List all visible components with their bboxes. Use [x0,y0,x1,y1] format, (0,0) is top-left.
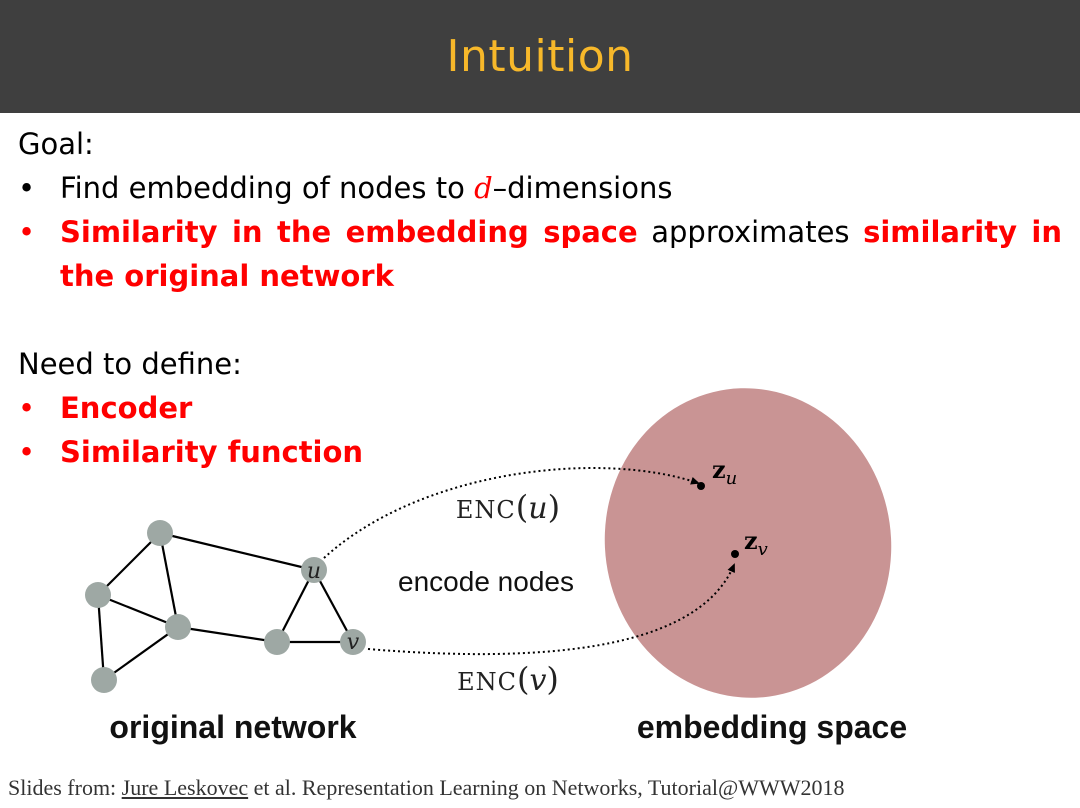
bullet-dot: • [18,171,36,205]
goal-bullet-1-post: –dimensions [492,171,673,205]
graph-edges [96,531,354,681]
graph-node [147,520,173,546]
z-v-label: zv [744,526,768,560]
embedding-point-v [731,550,739,558]
original-network-label: original network [109,709,356,745]
embedding-space-blob [604,388,892,698]
goal-bullet-2-red-a: Similarity in the embedding space [60,215,638,249]
embedding-space-label: embedding space [637,709,907,745]
embedding-diagram: u v zu zv ENC(u) ENC(v) encode nodes ori… [85,388,907,745]
graph-nodes [85,520,366,693]
goal-bullet-2-mid: approximates [637,215,864,249]
graph-node [91,667,117,693]
goal-bullet-2: • Similarity in the embedding space appr… [18,210,1062,298]
slide-title: Intuition [446,31,634,82]
graph-node [165,614,191,640]
need-item-similarity: • Similarity function [18,430,1062,474]
bullet-dot: • [18,215,36,249]
z-u-label: zu [712,455,737,489]
embedding-point-u [697,482,705,490]
graph-node-v [340,629,366,655]
enc-u-label: ENC(u) [456,488,560,526]
title-bar: Intuition [0,0,1080,113]
node-v-label: v [347,630,360,655]
graph-node-u [301,557,327,583]
dimension-variable: d [474,171,493,205]
footer-suffix: et al. Representation Learning on Networ… [248,775,845,800]
bullet-dot: • [18,391,36,425]
bullet-dot: • [18,435,36,469]
citation-footer: Slides from: Jure Leskovec et al. Repres… [8,775,845,801]
need-item-encoder: • Encoder [18,386,1062,430]
goal-bullet-1: • Find embedding of nodes to d–dimension… [18,166,1062,210]
footer-author-link[interactable]: Jure Leskovec [121,775,249,800]
goal-heading: Goal: [18,127,94,161]
need-item-similarity-label: Similarity function [60,435,364,469]
encode-nodes-text: encode nodes [398,566,574,597]
goal-bullet-1-pre: Find embedding of nodes to [60,171,475,205]
node-u-label: u [307,559,321,584]
need-heading: Need to define: [18,347,242,381]
graph-node [85,582,111,608]
graph-node [264,629,290,655]
slide-content: Goal: • Find embedding of nodes to d–dim… [18,122,1062,474]
goal-bullet-2-red-b: similarity in the original network [60,215,1063,293]
enc-v-label: ENC(v) [457,660,559,698]
need-item-encoder-label: Encoder [60,391,193,425]
footer-prefix: Slides from: [8,775,122,800]
enc-u-arrow [323,467,700,559]
